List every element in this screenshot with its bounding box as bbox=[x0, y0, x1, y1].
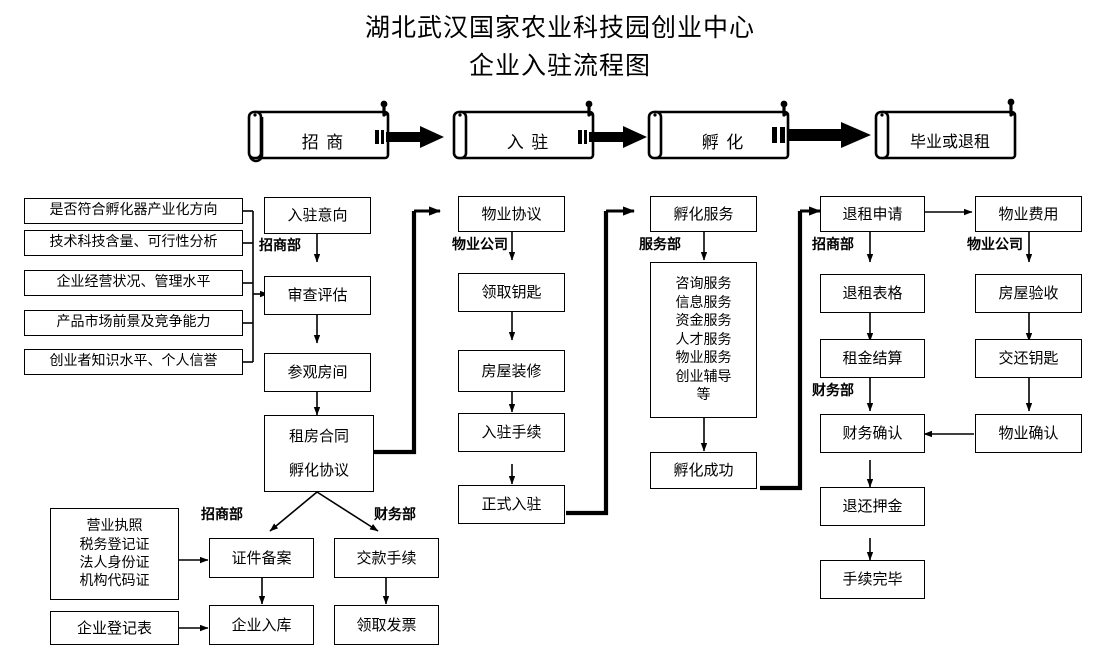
page-title-line2: 企业入驻流程图 bbox=[468, 51, 651, 80]
service-item-6: 等 bbox=[696, 387, 711, 404]
document-item-0: 营业执照 bbox=[86, 518, 143, 535]
node-exit-application[interactable]: 退租申请 bbox=[820, 196, 925, 232]
node-property-agreement[interactable]: 物业协议 bbox=[458, 196, 565, 232]
service-item-1: 信息服务 bbox=[675, 294, 732, 311]
node-required-documents[interactable]: 营业执照 税务登记证 法人身份证 机构代码证 bbox=[50, 508, 179, 600]
node-enterprise-storage[interactable]: 企业入库 bbox=[209, 605, 314, 645]
node-visit-room[interactable]: 参观房间 bbox=[264, 353, 371, 392]
node-house-inspection[interactable]: 房屋验收 bbox=[975, 274, 1082, 313]
node-procedure-complete[interactable]: 手续完毕 bbox=[820, 560, 925, 599]
dept-label-property-2: 物业公司 bbox=[967, 237, 1023, 253]
node-incubation-success[interactable]: 孵化成功 bbox=[650, 452, 757, 489]
criteria-item-2[interactable]: 企业经营状况、管理水平 bbox=[24, 270, 243, 296]
node-get-invoice[interactable]: 领取发票 bbox=[334, 605, 439, 645]
node-property-confirm[interactable]: 物业确认 bbox=[975, 414, 1082, 453]
criteria-item-1[interactable]: 技术科技含量、可行性分析 bbox=[24, 230, 243, 256]
node-service-list[interactable]: 咨询服务 信息服务 资金服务 人才服务 物业服务 创业辅导 等 bbox=[650, 262, 757, 418]
node-lease-contract-line2: 孵化协议 bbox=[288, 460, 349, 479]
criteria-item-0[interactable]: 是否符合孵化器产业化方向 bbox=[24, 198, 243, 224]
node-payment-procedure[interactable]: 交款手续 bbox=[334, 538, 439, 578]
stage-label-attraction: 招 商 bbox=[301, 132, 345, 153]
stage-banner-graduation[interactable]: 毕业或退租 bbox=[876, 112, 1024, 168]
connector-contract-to-property bbox=[374, 206, 441, 455]
node-lease-contract[interactable]: 租房合同 孵化协议 bbox=[264, 415, 374, 492]
criteria-item-3[interactable]: 产品市场前景及竞争能力 bbox=[24, 310, 243, 336]
criteria-item-4[interactable]: 创业者知识水平、个人信誉 bbox=[24, 349, 243, 375]
node-exit-form[interactable]: 退租表格 bbox=[820, 274, 925, 313]
stage-banner-incubation[interactable]: 孵 化 bbox=[649, 112, 797, 168]
arrows-bottom bbox=[258, 578, 390, 605]
connector-contract-split bbox=[269, 491, 379, 532]
node-finance-confirm[interactable]: 财务确认 bbox=[820, 414, 925, 453]
node-property-fee[interactable]: 物业费用 bbox=[975, 196, 1082, 232]
document-item-2: 法人身份证 bbox=[79, 555, 150, 571]
stage-label-graduation: 毕业或退租 bbox=[909, 132, 990, 151]
connector-property-to-incubation bbox=[566, 206, 635, 516]
document-item-3: 机构代码证 bbox=[79, 573, 150, 590]
service-item-0: 咨询服务 bbox=[675, 276, 732, 293]
node-renovation[interactable]: 房屋装修 bbox=[458, 350, 565, 392]
connector-documents bbox=[179, 556, 209, 632]
dept-label-finance-2: 财务部 bbox=[374, 507, 416, 523]
node-review-assessment[interactable]: 审查评估 bbox=[264, 276, 371, 315]
service-item-2: 资金服务 bbox=[675, 313, 732, 330]
node-document-filing[interactable]: 证件备案 bbox=[209, 538, 314, 578]
dept-label-attraction-3: 招商部 bbox=[201, 507, 243, 523]
service-item-3: 人才服务 bbox=[675, 331, 732, 348]
node-incubation-service[interactable]: 孵化服务 bbox=[650, 196, 757, 232]
dept-label-service: 服务部 bbox=[639, 237, 681, 253]
node-entry-intent[interactable]: 入驻意向 bbox=[264, 197, 371, 234]
node-rent-settlement[interactable]: 租金结算 bbox=[820, 339, 925, 378]
dept-label-attraction-1: 招商部 bbox=[259, 238, 301, 254]
stage-banner-attraction[interactable]: 招 商 bbox=[249, 112, 397, 168]
node-get-keys[interactable]: 领取钥匙 bbox=[458, 273, 565, 312]
node-registration-form[interactable]: 企业登记表 bbox=[50, 611, 179, 645]
dept-label-finance-1: 财务部 bbox=[812, 383, 854, 399]
page-title-line1: 湖北武汉国家农业科技园创业中心 bbox=[364, 13, 755, 42]
dept-label-attraction-2: 招商部 bbox=[812, 237, 854, 253]
node-official-entry[interactable]: 正式入驻 bbox=[458, 485, 565, 524]
dept-label-property-1: 物业公司 bbox=[452, 237, 508, 253]
service-item-5: 创业辅导 bbox=[675, 368, 732, 385]
node-return-keys[interactable]: 交还钥匙 bbox=[975, 339, 1082, 378]
service-item-4: 物业服务 bbox=[675, 350, 732, 367]
node-lease-contract-line1: 租房合同 bbox=[288, 426, 349, 445]
stage-banner-entry[interactable]: 入 驻 bbox=[454, 112, 602, 168]
stage-label-incubation: 孵 化 bbox=[701, 132, 745, 153]
connector-incubation-to-exit bbox=[760, 206, 821, 491]
document-item-1: 税务登记证 bbox=[79, 536, 150, 553]
stage-label-entry: 入 驻 bbox=[506, 132, 550, 153]
node-entry-procedures[interactable]: 入驻手续 bbox=[458, 413, 565, 452]
node-deposit-refund[interactable]: 退还押金 bbox=[820, 487, 925, 526]
